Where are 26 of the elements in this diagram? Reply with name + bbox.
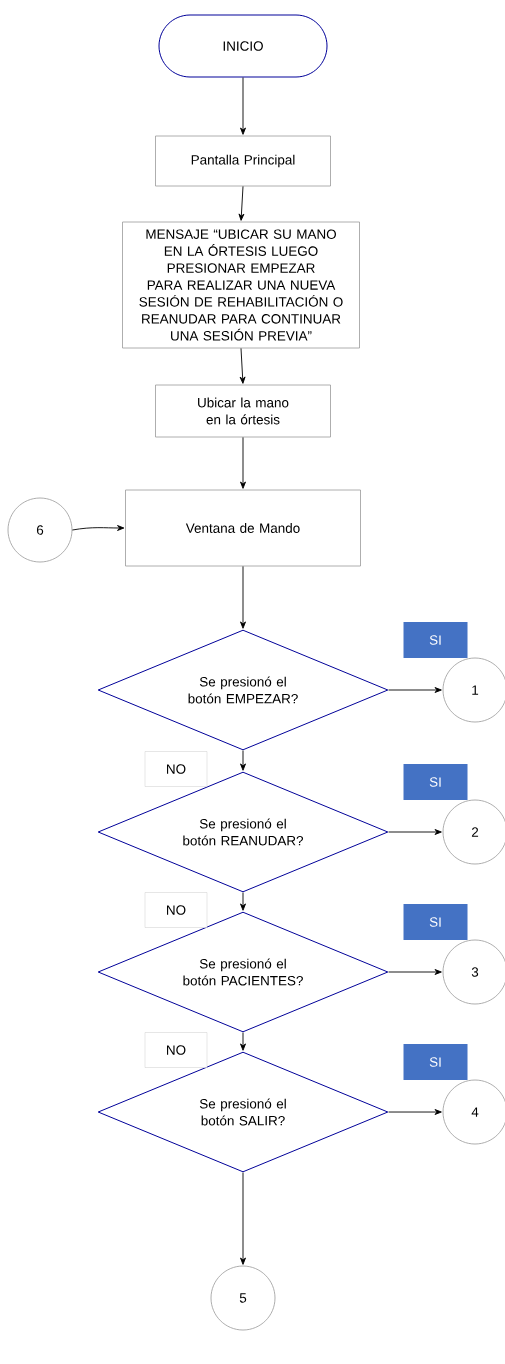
arrow bbox=[240, 565, 246, 629]
arrow bbox=[388, 1109, 442, 1115]
edge-label: SI bbox=[403, 764, 468, 800]
arrow bbox=[240, 750, 246, 771]
arrow bbox=[240, 436, 246, 489]
process-box: Ubicar la mano en la órtesis bbox=[155, 384, 331, 438]
edge-label: NO bbox=[144, 892, 208, 928]
edge-label: NO bbox=[144, 751, 208, 787]
edge-label: SI bbox=[403, 1044, 468, 1080]
edge-label: SI bbox=[403, 622, 468, 658]
arrow bbox=[388, 687, 442, 693]
arrow bbox=[239, 347, 246, 384]
arrow bbox=[388, 829, 442, 835]
arrow bbox=[240, 77, 246, 135]
process-box: Pantalla Principal bbox=[155, 135, 331, 187]
process-box: Ventana de Mando bbox=[125, 489, 361, 567]
arrow bbox=[238, 185, 245, 221]
arrow bbox=[240, 1172, 246, 1265]
start-terminal: INICIO bbox=[158, 14, 328, 78]
arrow bbox=[240, 1032, 246, 1051]
process-box: MENSAJE “UBICAR SU MANO EN LA ÓRTESIS LUEGO PRESIONAR EMPEZAR PARA REALIZAR UNA NUEVA SESIÓN DE REHABILITACIÓN O REANUDAR PARA CONTINUAR UNA SESIÓN PREVIA” bbox=[122, 221, 360, 349]
edge-label: SI bbox=[403, 904, 468, 940]
arrow bbox=[240, 892, 246, 911]
arrow bbox=[71, 525, 125, 531]
edge-label: NO bbox=[144, 1032, 208, 1068]
arrow bbox=[388, 969, 442, 975]
